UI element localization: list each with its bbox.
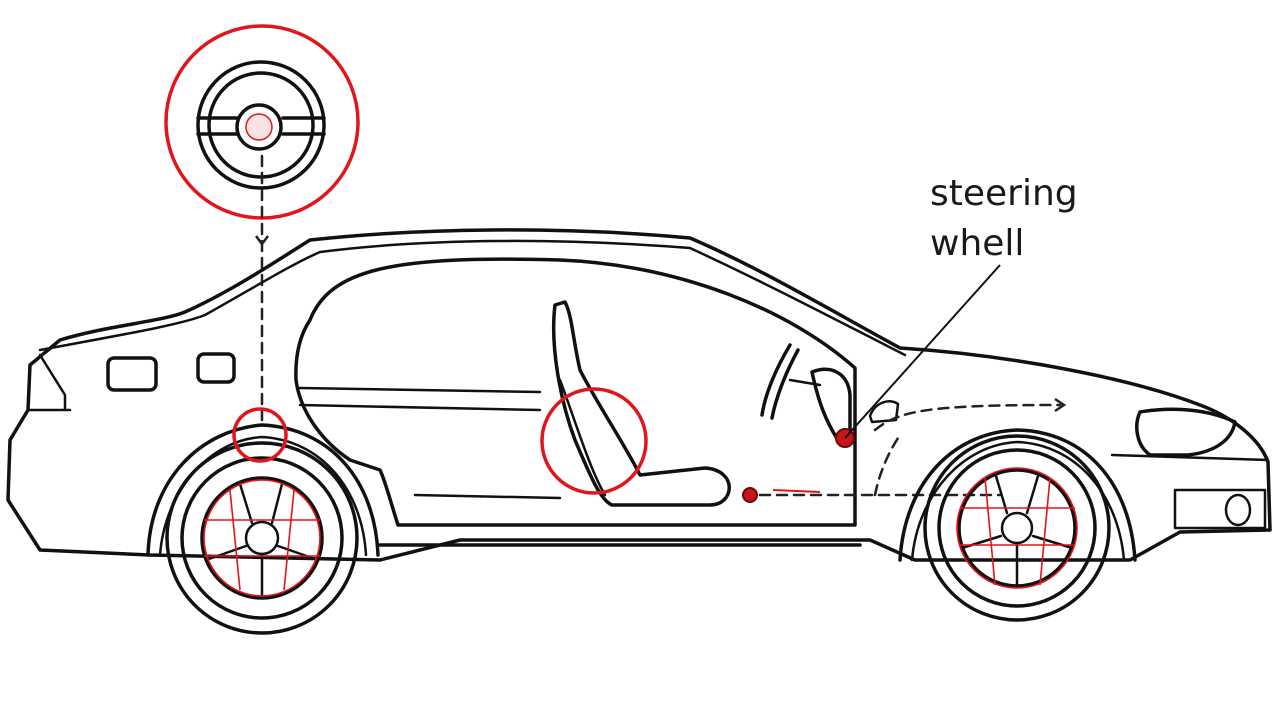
steering-wheel-detail-icon: [196, 60, 326, 190]
wheel-rear: [146, 407, 380, 635]
wheel-icon: [204, 482, 320, 598]
seat-icon: [540, 300, 731, 507]
routing-point-marker: [742, 487, 758, 503]
seat-highlight-circle: [540, 387, 648, 495]
vent-side: [196, 352, 236, 384]
rear-wheel-highlight-circle: [232, 407, 288, 463]
routing-line-upper: [873, 403, 1062, 432]
callout-label-line2: whell: [930, 223, 1024, 264]
wheel-front: [898, 428, 1137, 622]
callout-leader: [844, 264, 1001, 439]
leader-arrow-icon: [255, 235, 269, 247]
fog-light: [1224, 493, 1252, 527]
callout-label-line1: steering: [930, 173, 1078, 214]
steering-wheel-icon: [760, 343, 855, 448]
car-body: [6, 228, 1272, 562]
vent-rear: [106, 356, 158, 392]
headlight: [1135, 407, 1237, 457]
